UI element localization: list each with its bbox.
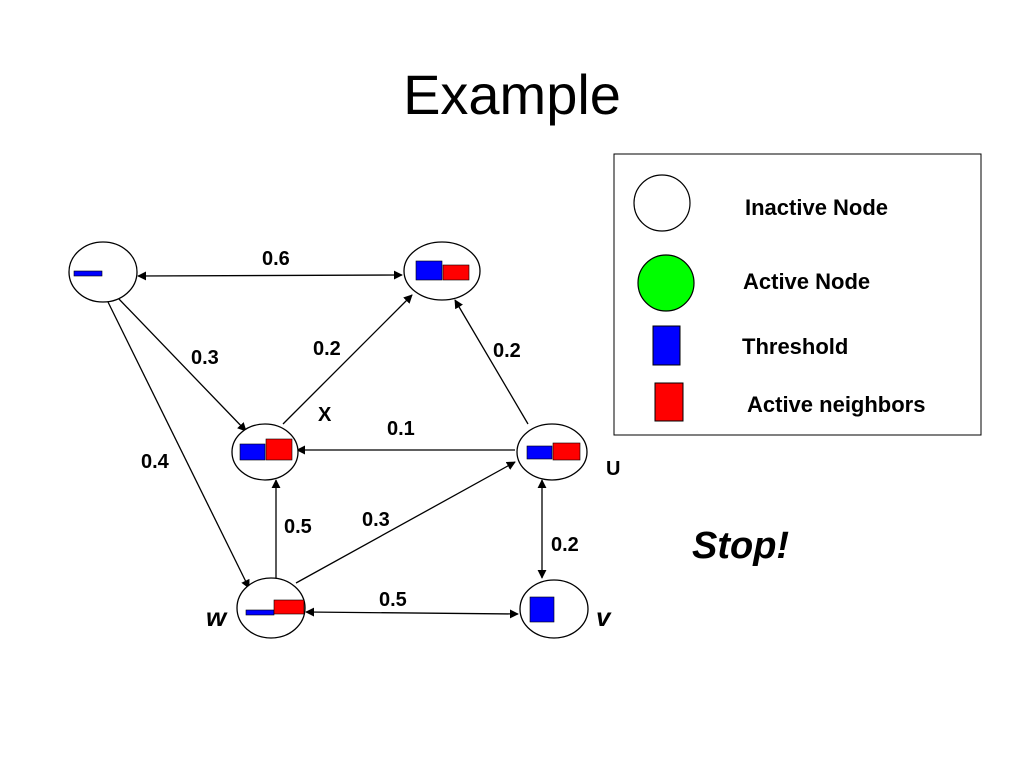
slide-title: Example: [403, 63, 621, 126]
legend-active-neighbors-label: Active neighbors: [747, 392, 925, 417]
legend-active-node-label: Active Node: [743, 269, 870, 294]
edge-top-left-top-right: [137, 270, 403, 281]
stop-text: Stop!: [692, 525, 789, 567]
edge-weight-label: 0.6: [262, 248, 290, 270]
node-label-x: X: [318, 404, 332, 426]
edge-weight-label: 0.2: [551, 534, 579, 556]
node-x: [231, 423, 299, 481]
threshold-bar: [415, 260, 443, 281]
active-neighbors-bar: [265, 438, 293, 461]
inactive-node-legend-icon: [633, 174, 691, 232]
edge-weight-label: 0.5: [284, 516, 312, 538]
edge-top-left-w: [107, 301, 250, 589]
active-neighbors-bar: [273, 599, 305, 615]
node-w: [236, 577, 306, 639]
node-label-w: w: [206, 602, 228, 632]
edge-w-v: [305, 607, 519, 619]
node-top-right: [403, 241, 481, 301]
threshold-bar: [73, 270, 103, 277]
node-v: [519, 579, 589, 639]
legend-box: Inactive Node Active Node Threshold Acti…: [613, 153, 982, 436]
edge-weight-label: 0.2: [313, 338, 341, 360]
node-top-left: [68, 241, 138, 303]
node-u: [516, 423, 588, 481]
active-node-legend-icon: [637, 254, 695, 312]
threshold-bar: [526, 445, 553, 460]
edge-weight-label: 0.2: [493, 340, 521, 362]
node-label-u: U: [606, 458, 620, 480]
active-neighbors-bar: [442, 264, 470, 281]
threshold-legend-icon: [652, 325, 681, 366]
node-label-v: v: [596, 602, 612, 632]
threshold-bar: [529, 596, 555, 623]
edge-u-top-right: [454, 299, 529, 425]
active-neighbors-legend-icon: [654, 382, 684, 422]
edge-weight-label: 0.3: [362, 509, 390, 531]
edge-weight-label: 0.5: [379, 589, 407, 611]
legend-threshold-label: Threshold: [742, 334, 848, 359]
threshold-bar: [239, 443, 266, 461]
edge-w-u: [295, 461, 516, 584]
legend-inactive-node-label: Inactive Node: [745, 195, 888, 220]
edge-weight-label: 0.4: [141, 451, 170, 473]
edge-weight-label: 0.3: [191, 347, 219, 369]
threshold-bar: [245, 609, 275, 616]
active-neighbors-bar: [552, 442, 581, 461]
edge-top-left-x: [117, 297, 247, 432]
edge-x-top-right: [282, 294, 413, 425]
edge-weight-label: 0.1: [387, 418, 415, 440]
